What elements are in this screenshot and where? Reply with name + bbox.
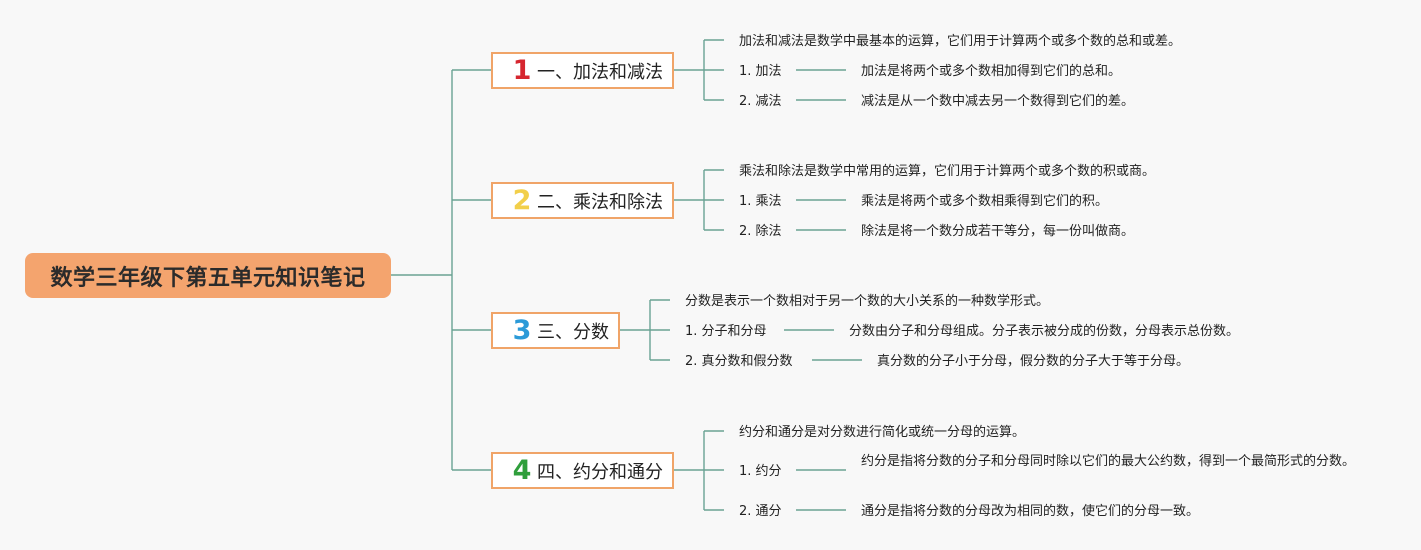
subtopic-description: 真分数的分子小于分母，假分数的分子大于等于分母。: [877, 354, 1190, 369]
subtopic-description: 约分是指将分数的分子和分母同时除以它们的最大公约数，得到一个最简形式的分数。: [861, 454, 1356, 469]
topic-intro: 乘法和除法是数学中常用的运算，它们用于计算两个或多个数的积或商。: [739, 164, 1156, 179]
subtopic-description: 通分是指将分数的分母改为相同的数，使它们的分母一致。: [861, 504, 1200, 519]
subtopic-term: 2. 除法: [739, 224, 782, 239]
subtopic-description: 加法是将两个或多个数相加得到它们的总和。: [861, 64, 1122, 79]
topic-label: 二、乘法和除法: [537, 191, 663, 213]
topic-intro: 约分和通分是对分数进行简化或统一分母的运算。: [739, 425, 1026, 440]
root-node[interactable]: 数学三年级下第五单元知识笔记: [25, 253, 391, 298]
subtopic-term: 1. 加法: [739, 64, 782, 79]
subtopic-description: 除法是将一个数分成若干等分，每一份叫做商。: [861, 224, 1135, 239]
subtopic-description: 分数由分子和分母组成。分子表示被分成的份数，分母表示总份数。: [849, 324, 1240, 339]
number-1-icon: 1: [512, 55, 532, 86]
subtopic-term: 2. 通分: [739, 504, 782, 519]
topic-intro: 加法和减法是数学中最基本的运算，它们用于计算两个或多个数的总和或差。: [739, 34, 1182, 49]
number-4-icon: 4: [512, 455, 532, 486]
subtopic-term: 1. 乘法: [739, 194, 782, 209]
topic-node-addition-subtraction[interactable]: 1 一、加法和减法: [491, 52, 674, 89]
subtopic-term: 2. 真分数和假分数: [685, 354, 793, 369]
number-3-icon: 3: [512, 315, 532, 346]
root-title: 数学三年级下第五单元知识笔记: [50, 265, 366, 291]
topic-label: 四、约分和通分: [537, 461, 663, 483]
number-2-icon: 2: [512, 185, 532, 216]
subtopic-description: 减法是从一个数中减去另一个数得到它们的差。: [861, 94, 1135, 109]
subtopic-description: 乘法是将两个或多个数相乘得到它们的积。: [861, 194, 1109, 209]
topic-node-fractions[interactable]: 3 三、分数: [491, 312, 620, 349]
topic-intro: 分数是表示一个数相对于另一个数的大小关系的一种数学形式。: [685, 294, 1050, 309]
topic-node-reduction-common-denominator[interactable]: 4 四、约分和通分: [491, 452, 674, 489]
topic-label: 三、分数: [537, 321, 609, 343]
subtopic-term: 2. 减法: [739, 94, 782, 109]
subtopic-term: 1. 约分: [739, 464, 782, 479]
subtopic-term: 1. 分子和分母: [685, 324, 767, 339]
topic-node-multiplication-division[interactable]: 2 二、乘法和除法: [491, 182, 674, 219]
topic-label: 一、加法和减法: [537, 61, 663, 83]
